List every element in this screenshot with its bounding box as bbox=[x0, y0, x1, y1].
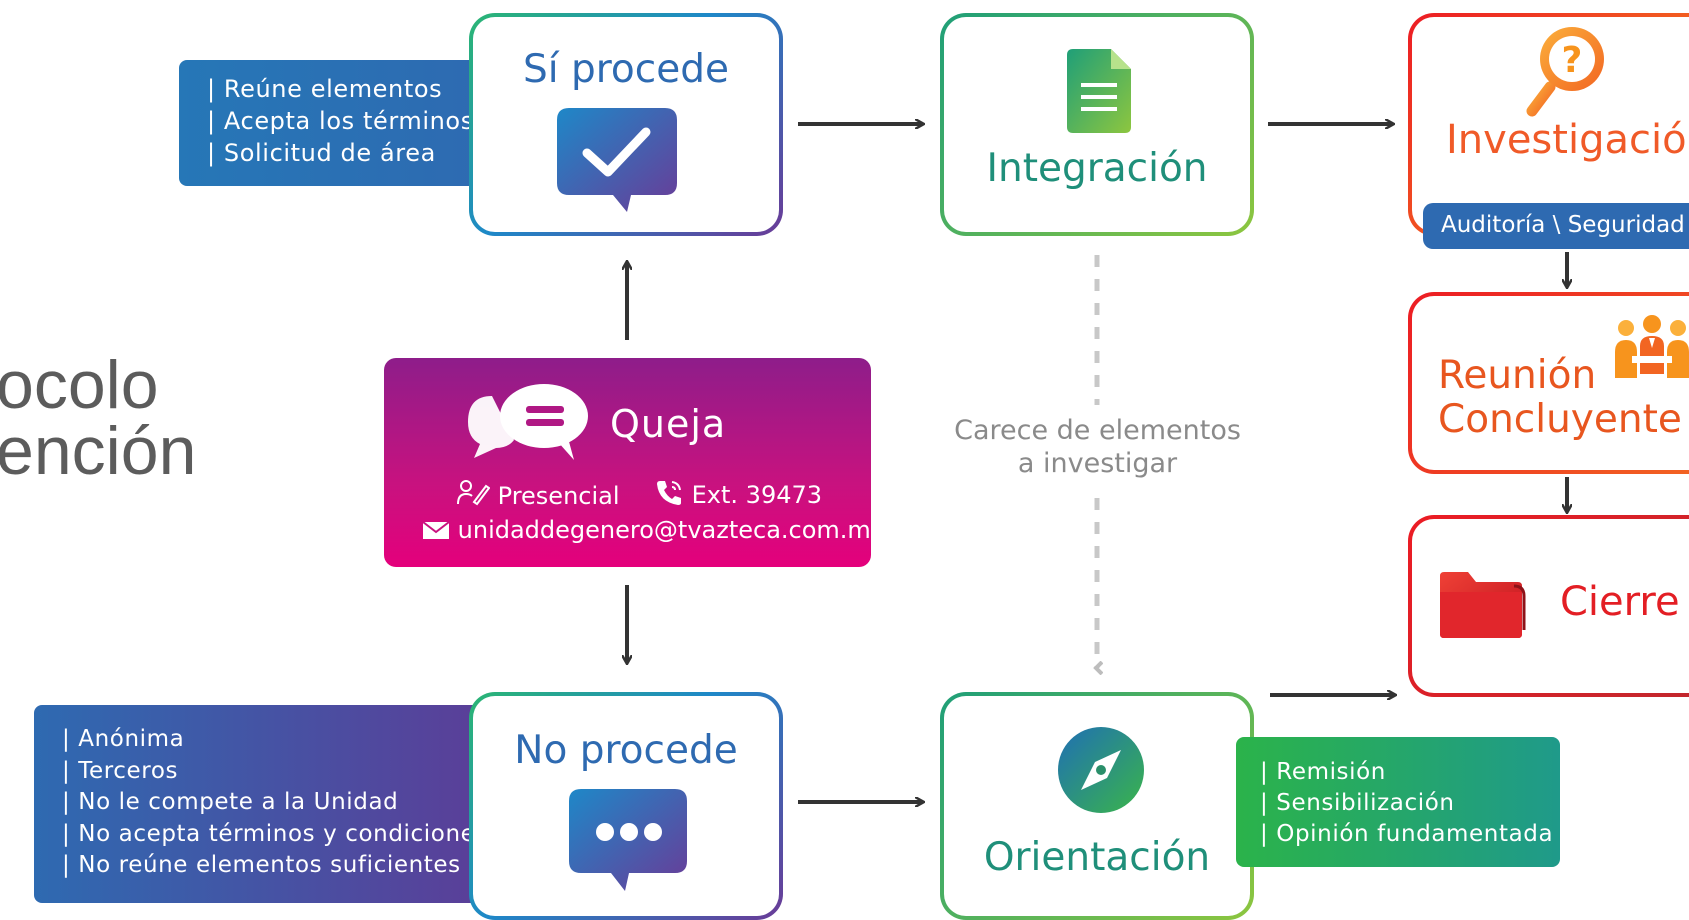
queja-node: Queja Presencial Ext. 39473 unidaddegene… bbox=[384, 358, 885, 567]
chat-bubbles-icon bbox=[468, 384, 588, 460]
dashed-label-line2: a investigar bbox=[1017, 448, 1178, 479]
no-bullet: | No acepta términos y condiciones bbox=[62, 820, 488, 847]
phone-icon bbox=[657, 481, 681, 505]
email-label[interactable]: unidaddegenero@tvazteca.com.mx bbox=[457, 516, 885, 544]
folder-icon bbox=[1440, 572, 1526, 638]
orientacion-bullet: | Sensibilización bbox=[1260, 790, 1455, 816]
presencial-label: Presencial bbox=[497, 482, 620, 510]
queja-presencial: Presencial bbox=[456, 478, 620, 510]
si-procede-title: Sí procede bbox=[523, 47, 729, 92]
si-bullet: | Reúne elementos bbox=[207, 75, 443, 103]
signature-icon bbox=[457, 480, 491, 506]
check-speech-icon bbox=[557, 108, 677, 212]
si-bullet: | Solicitud de área bbox=[207, 139, 436, 167]
ext-label: Ext. 39473 bbox=[691, 481, 823, 509]
cierre-node: Cierre bbox=[1408, 515, 1689, 697]
orientacion-bullet: | Remisión bbox=[1260, 759, 1386, 785]
dashed-label-line1: Carece de elementos bbox=[954, 415, 1241, 446]
orientacion-title: Orientación bbox=[983, 835, 1211, 880]
reunion-line2: Concluyente bbox=[1438, 397, 1682, 442]
orientacion-node: Orientación bbox=[940, 692, 1254, 920]
no-bullet: | Anónima bbox=[62, 726, 185, 752]
no-bullet: | Terceros bbox=[62, 757, 179, 784]
reunion-title: Reunión Concluyente bbox=[1438, 354, 1682, 442]
magnifier-question-icon: ? bbox=[1526, 27, 1604, 117]
no-procede-bullets-box: | Anónima | Terceros | No le compete a l… bbox=[34, 705, 487, 903]
si-bullet: | Acepta los términos bbox=[207, 107, 474, 135]
si-procede-node: Sí procede bbox=[469, 13, 783, 236]
dashed-connector-label: Carece de elementos a investigar bbox=[925, 414, 1270, 480]
reunion-node: Reunión Concluyente bbox=[1408, 292, 1689, 474]
investigacion-badge: Auditoría \ Seguridad bbox=[1423, 203, 1689, 249]
orientacion-bullet: | Opinión fundamentada bbox=[1260, 821, 1554, 847]
mail-icon bbox=[422, 521, 450, 539]
queja-ext: Ext. 39473 bbox=[654, 478, 822, 509]
queja-email[interactable]: unidaddegenero@tvazteca.com.mx bbox=[422, 516, 885, 544]
investigacion-badge-text: Auditoría \ Seguridad bbox=[1441, 212, 1685, 238]
investigacion-title: Investigación bbox=[1446, 117, 1689, 163]
document-icon bbox=[1067, 49, 1131, 133]
orientacion-bullets-box: | Remisión | Sensibilización | Opinión f… bbox=[1236, 737, 1560, 867]
svg-text:?: ? bbox=[1562, 40, 1583, 81]
cierre-title: Cierre bbox=[1560, 579, 1680, 625]
heading-line2: ención bbox=[0, 413, 197, 489]
reunion-line1: Reunión bbox=[1438, 353, 1597, 398]
no-procede-node: No procede bbox=[469, 692, 783, 920]
page-heading: ocolo ención bbox=[0, 347, 197, 489]
people-meeting-icon bbox=[1615, 315, 1689, 378]
queja-title: Queja bbox=[610, 402, 727, 446]
integracion-node: Integración bbox=[940, 13, 1254, 236]
no-bullet: | No le compete a la Unidad bbox=[62, 789, 399, 815]
no-bullet: | No reúne elementos suficientes bbox=[62, 852, 461, 878]
si-procede-bullets-box: | Reúne elementos | Acepta los términos … bbox=[179, 60, 487, 186]
dots-speech-icon bbox=[569, 789, 687, 891]
integracion-title: Integración bbox=[986, 146, 1208, 191]
no-procede-title: No procede bbox=[514, 728, 738, 773]
heading-line1: ocolo bbox=[0, 347, 159, 423]
compass-icon bbox=[1058, 727, 1144, 813]
investigacion-node: ? Investigación bbox=[1408, 13, 1689, 236]
